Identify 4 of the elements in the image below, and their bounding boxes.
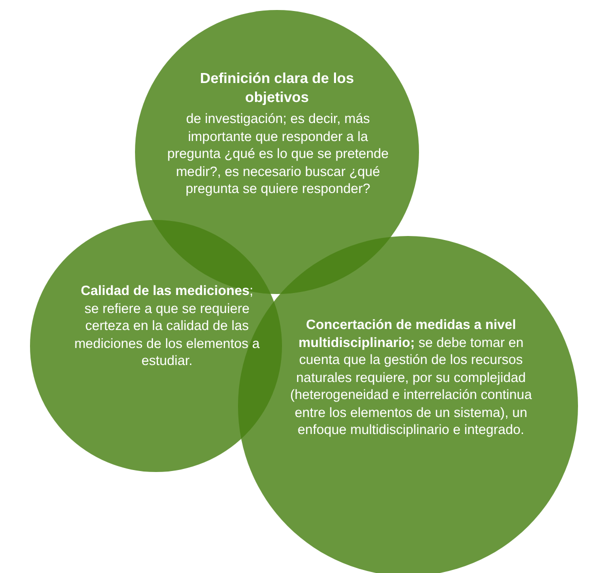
description-text: Concertación de medidas a nivel multidisciplinario; se debe tomar en cuenta que la gestión de los recursos naturales requiere, por su complejidad (heterogeneidad e interrelación continua entre los elementos de un sistema), un enfoque multidisciplinario e integrado. — [289, 316, 533, 439]
description-text: de investigación; es decir, más importante que responder a la pregunta ¿qué es lo que se pretende medir?, es necesario buscar ¿qué pregunta se quiere responder? — [166, 110, 390, 198]
description-text: Calidad de las mediciones; se refiere a que se requiere certeza en la calidad de las mediciones de los elementos a estudiar. — [73, 282, 261, 370]
heading: Definición clara de los objetivos — [199, 70, 355, 108]
